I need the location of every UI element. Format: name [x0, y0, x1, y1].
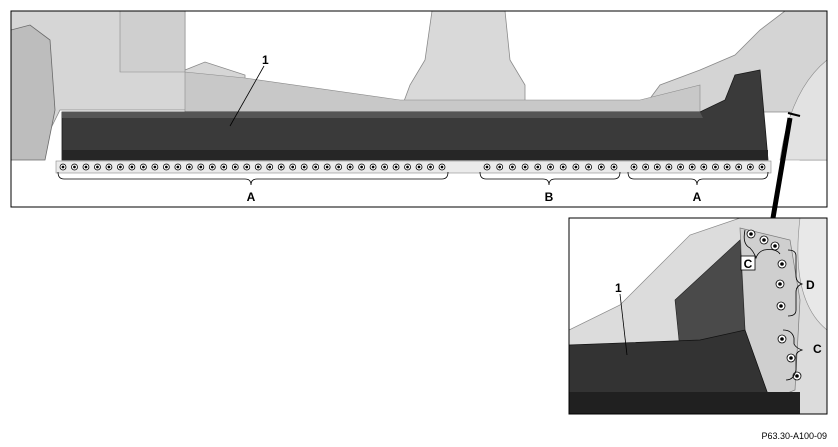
- sill-panel-upper-edge: [62, 112, 703, 118]
- spot-weld: [415, 163, 423, 171]
- spot-weld: [630, 163, 638, 171]
- spot-weld: [59, 163, 67, 171]
- detail-callout-arrow: [770, 112, 801, 219]
- main-spot-welds: [59, 163, 766, 171]
- spot-weld: [653, 163, 661, 171]
- spot-weld: [358, 163, 366, 171]
- spot-weld: [559, 163, 567, 171]
- spot-weld: [197, 163, 205, 171]
- spot-weld: [162, 163, 170, 171]
- spot-weld-zone-c-top: [759, 235, 769, 245]
- spot-weld: [521, 163, 529, 171]
- spot-weld: [572, 163, 580, 171]
- sill-panel-lower-edge: [62, 150, 768, 160]
- spot-weld: [381, 163, 388, 171]
- spot-weld: [117, 163, 124, 171]
- detail-zone-braces: [743, 229, 804, 381]
- main-view-artwork: [11, 11, 827, 174]
- spot-weld: [105, 163, 113, 171]
- spot-weld: [677, 163, 684, 171]
- main-view: 1 A B A: [10, 10, 828, 208]
- spot-weld: [547, 163, 554, 171]
- spot-weld: [665, 163, 673, 171]
- spot-weld: [185, 163, 193, 171]
- spot-weld-zone-c-top: [770, 241, 780, 251]
- detail-zone-label-c-top: C: [744, 257, 753, 271]
- detail-zone-label-d: D: [806, 278, 815, 292]
- detail-view-frame: [568, 217, 828, 415]
- spot-weld: [700, 163, 708, 171]
- detail-part-label: 1: [615, 281, 622, 295]
- spot-weld-zone-c-bottom: [777, 334, 787, 344]
- spot-weld: [208, 163, 216, 171]
- spot-weld: [220, 163, 228, 171]
- main-zone-braces: [57, 171, 769, 186]
- spot-weld: [427, 163, 434, 171]
- spot-weld: [712, 163, 719, 171]
- spot-weld: [335, 163, 343, 171]
- front-pillar: [119, 11, 186, 73]
- spot-weld: [496, 163, 504, 171]
- detail-view: C D C 1: [568, 217, 828, 415]
- spot-weld: [534, 163, 542, 171]
- spot-weld: [642, 163, 650, 171]
- spot-weld: [243, 163, 251, 171]
- spot-weld: [597, 163, 605, 171]
- spot-weld: [369, 163, 377, 171]
- detail-view-artwork: [569, 218, 827, 414]
- front-end-bracket: [11, 24, 56, 161]
- detail-sill-edge: [569, 392, 800, 414]
- spot-weld: [277, 163, 285, 171]
- main-part-label: 1: [262, 53, 269, 67]
- spot-weld: [610, 163, 618, 171]
- spot-weld: [585, 163, 592, 171]
- spot-weld: [174, 163, 182, 171]
- spot-weld: [483, 163, 491, 171]
- figure-code: P63.30-A100-09: [761, 431, 827, 441]
- spot-weld-zone-c-top: [746, 229, 756, 239]
- spot-weld-zone-c-bottom: [786, 353, 796, 363]
- spot-weld: [94, 163, 101, 171]
- spot-weld: [82, 163, 90, 171]
- spot-weld: [300, 163, 308, 171]
- spot-weld: [746, 163, 754, 171]
- spot-weld: [266, 163, 274, 171]
- spot-weld: [254, 163, 262, 171]
- spot-weld: [71, 163, 78, 171]
- spot-weld: [151, 163, 159, 171]
- zone-label-a-right: A: [693, 190, 702, 204]
- main-view-frame: [10, 10, 828, 208]
- spot-weld: [312, 163, 320, 171]
- spot-weld: [139, 163, 147, 171]
- spot-weld-zone-d: [776, 301, 786, 311]
- spot-weld: [346, 163, 354, 171]
- spot-weld: [128, 163, 136, 171]
- spot-weld: [438, 163, 446, 171]
- spot-weld-zone-d: [777, 259, 787, 269]
- spot-weld: [404, 163, 411, 171]
- spot-weld: [735, 163, 743, 171]
- zone-label-b: B: [545, 190, 554, 204]
- spot-weld: [688, 163, 696, 171]
- spot-weld: [723, 163, 731, 171]
- spot-weld: [231, 163, 239, 171]
- spot-weld: [323, 163, 331, 171]
- spot-weld-zone-d: [775, 279, 785, 289]
- spot-weld: [758, 163, 766, 171]
- spot-weld: [289, 163, 297, 171]
- spot-weld: [392, 163, 400, 171]
- detail-zone-label-c-bottom: C: [813, 342, 822, 356]
- zone-label-a-left: A: [247, 190, 256, 204]
- spot-weld: [509, 163, 516, 171]
